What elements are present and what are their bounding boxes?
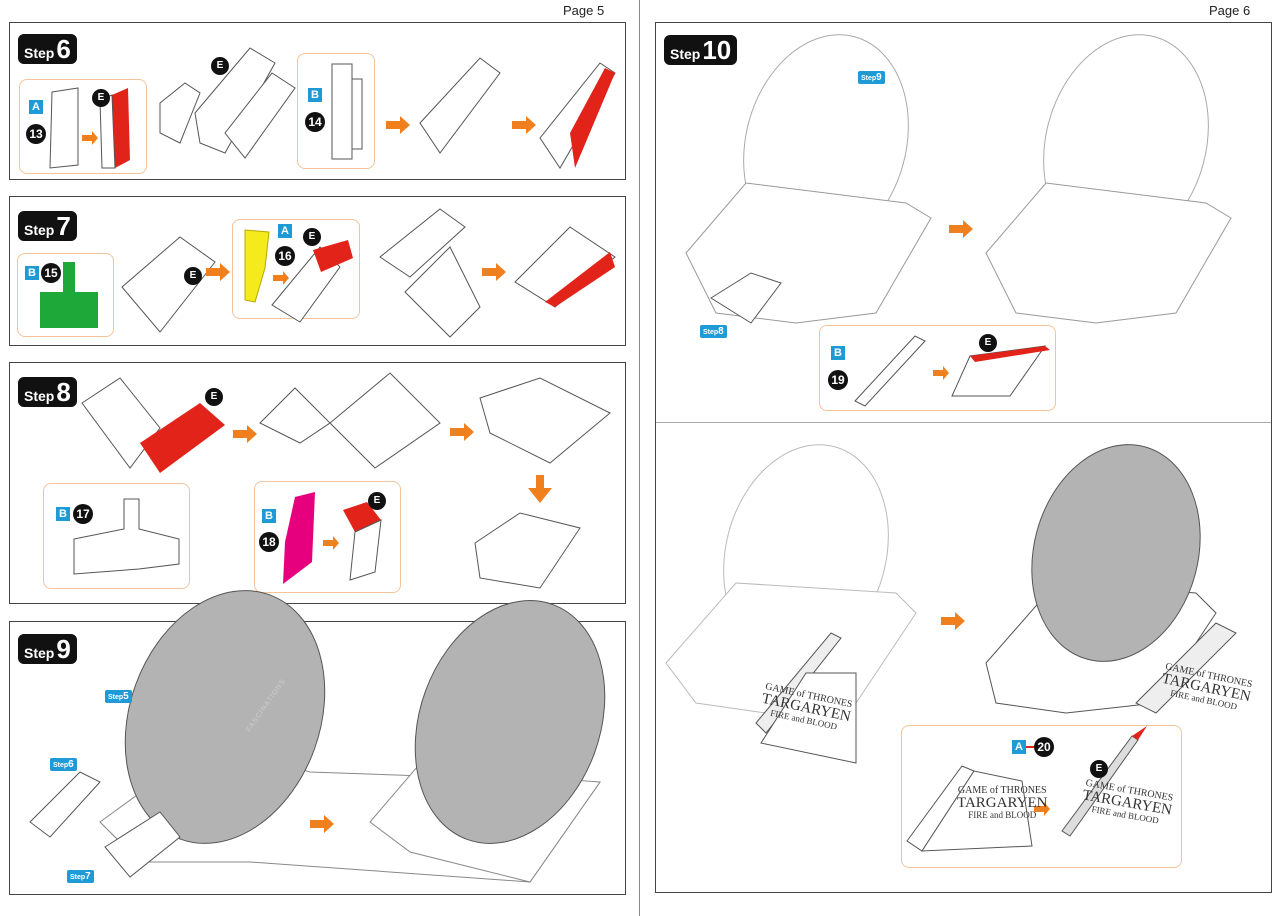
page-divider — [639, 0, 640, 916]
part-letter-badge: B — [308, 88, 322, 102]
part-20-drawing — [906, 726, 1147, 852]
inset-part-19: B 19 E — [819, 325, 1056, 411]
inset-part-15: B 15 — [17, 253, 114, 337]
part-number-badge: 16 — [275, 246, 295, 266]
part-letter-badge: B — [25, 266, 39, 280]
step-8-assembly-drawings — [81, 372, 611, 589]
part-letter-badge: B — [831, 346, 845, 360]
sheet-e-badge: E — [1090, 760, 1108, 778]
step-9-reference: Step9 — [858, 71, 885, 84]
step-6-reference: Step6 — [50, 758, 77, 771]
page-number-left: Page 5 — [563, 3, 605, 18]
part-letter-badge: A — [29, 100, 43, 114]
part-13-drawing — [49, 87, 130, 169]
step-7-reference: Step7 — [67, 870, 94, 883]
step-10-assembly-drawings — [665, 34, 1237, 764]
section-divider — [656, 422, 1271, 423]
part-number-badge: 17 — [73, 504, 93, 524]
step-8-reference: Step8 — [700, 325, 727, 338]
part-18-drawing — [283, 492, 382, 584]
part-number-badge: 15 — [41, 263, 61, 283]
inset-part-16: A 16 E — [232, 219, 360, 319]
part-letter-badge: B — [262, 509, 276, 523]
part-15-drawing — [40, 262, 98, 328]
part-number-badge: 20 — [1034, 737, 1054, 757]
inset-part-17: B 17 — [43, 483, 190, 589]
inset-part-13: A 13 E — [19, 79, 147, 174]
inset-part-14: B 14 — [297, 53, 375, 169]
sheet-e-badge: E — [979, 334, 997, 352]
sheet-e-badge: E — [211, 57, 229, 75]
connector-line — [1026, 746, 1034, 748]
part-number-badge: 18 — [259, 532, 279, 552]
part-16-drawing — [244, 229, 353, 303]
page-number-right: Page 6 — [1209, 3, 1251, 18]
sheet-e-badge: E — [205, 388, 223, 406]
sheet-e-badge: E — [303, 228, 321, 246]
part-letter-badge: A — [278, 224, 292, 238]
step-5-reference: Step5 — [105, 690, 132, 703]
part-14-drawing — [331, 63, 363, 160]
inset-part-18: B 18 E — [254, 481, 401, 593]
part-number-badge: 14 — [305, 112, 325, 132]
sheet-e-badge: E — [92, 89, 110, 107]
step-9-assembly-drawings — [29, 590, 606, 883]
sheet-e-badge: E — [184, 267, 202, 285]
part-number-badge: 19 — [828, 370, 848, 390]
part-number-badge: 13 — [26, 124, 46, 144]
part-19-drawing — [854, 335, 1050, 407]
step-6-assembly-drawings — [159, 47, 616, 169]
part-letter-badge: A — [1012, 740, 1026, 754]
sheet-e-badge: E — [368, 492, 386, 510]
part-letter-badge: B — [56, 507, 70, 521]
step-7-assembly-drawings — [121, 208, 616, 338]
part-17-drawing — [73, 498, 180, 575]
